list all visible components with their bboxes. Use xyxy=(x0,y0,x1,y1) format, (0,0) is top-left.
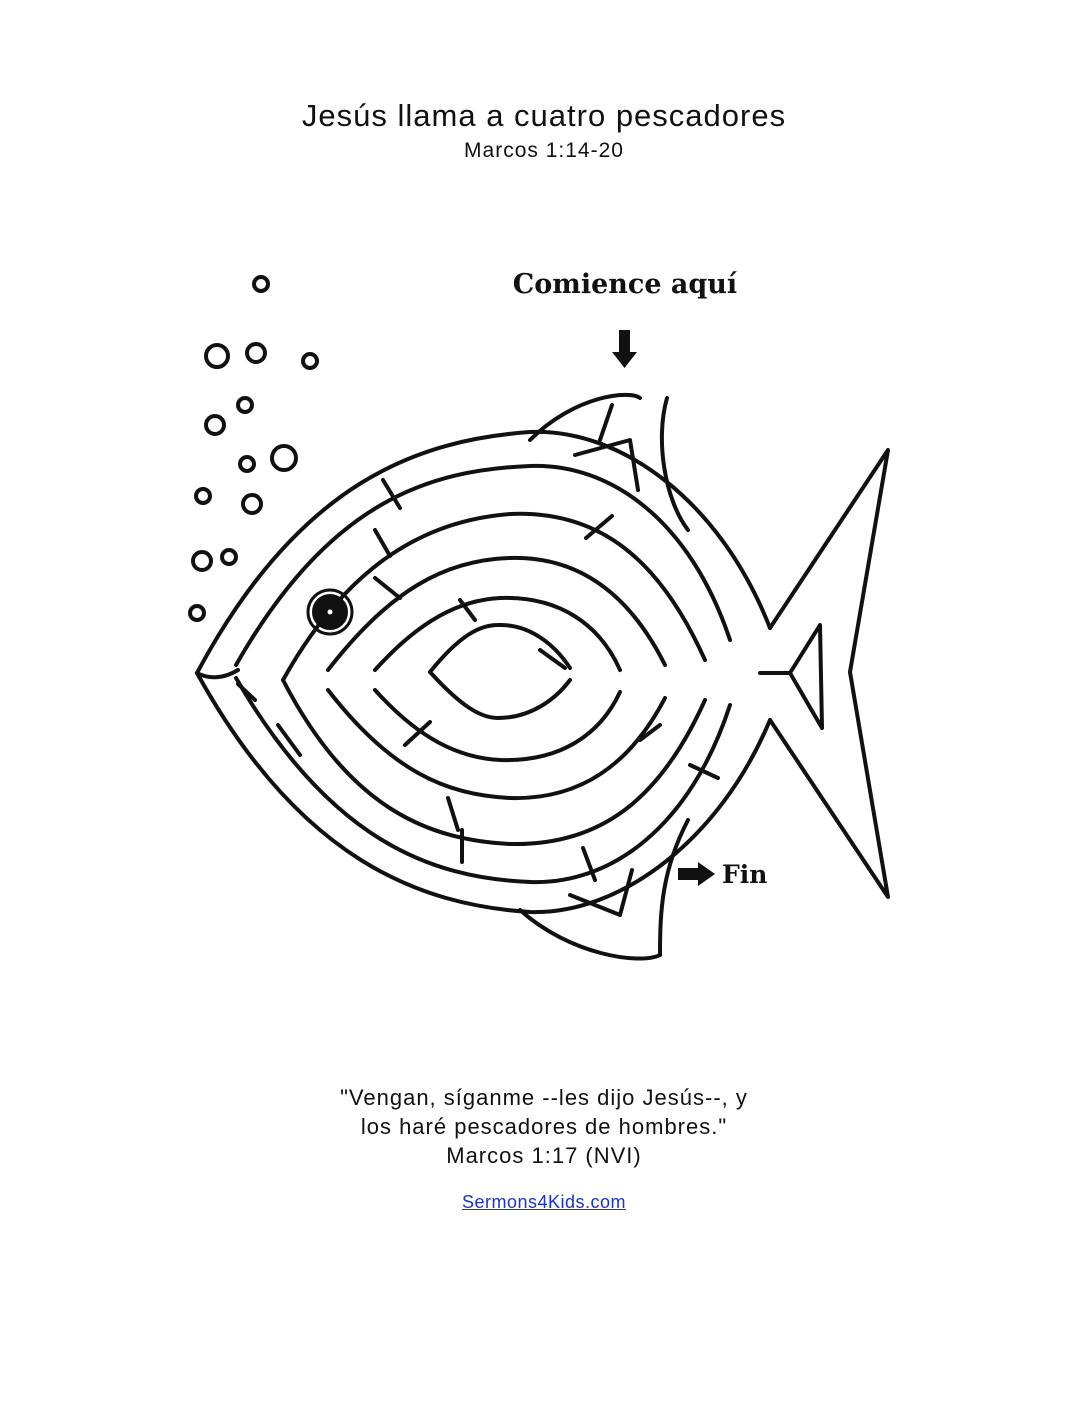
quote-line-2: los haré pescadores de hombres." xyxy=(360,1114,728,1139)
bubbles xyxy=(188,275,319,622)
page-subtitle: Marcos 1:14-20 xyxy=(464,139,624,162)
bottom-fin xyxy=(518,818,690,961)
dorsal-fin xyxy=(528,392,690,532)
bible-quote: "Vengan, síganme --les dijo Jesús--, y l… xyxy=(0,1083,1088,1170)
start-arrow-icon xyxy=(612,330,637,368)
quote-reference: Marcos 1:17 (NVI) xyxy=(446,1143,642,1168)
end-label: Fin xyxy=(722,860,767,889)
maze-rings xyxy=(281,511,707,847)
maze-walls xyxy=(236,478,720,882)
fish-eye xyxy=(306,588,354,636)
footer: Sermons4Kids.com xyxy=(0,1192,1088,1213)
fish-maze: Comience aquí Fin xyxy=(188,269,890,961)
fish-tail xyxy=(758,448,890,899)
fish-body xyxy=(195,429,772,915)
start-label: Comience aquí xyxy=(513,269,738,300)
sermons4kids-link[interactable]: Sermons4Kids.com xyxy=(461,1192,627,1212)
end-arrow-icon xyxy=(678,862,715,886)
quote-line-1: "Vengan, síganme --les dijo Jesús--, y xyxy=(340,1085,748,1110)
page-title: Jesús llama a cuatro pescadores xyxy=(301,98,787,133)
